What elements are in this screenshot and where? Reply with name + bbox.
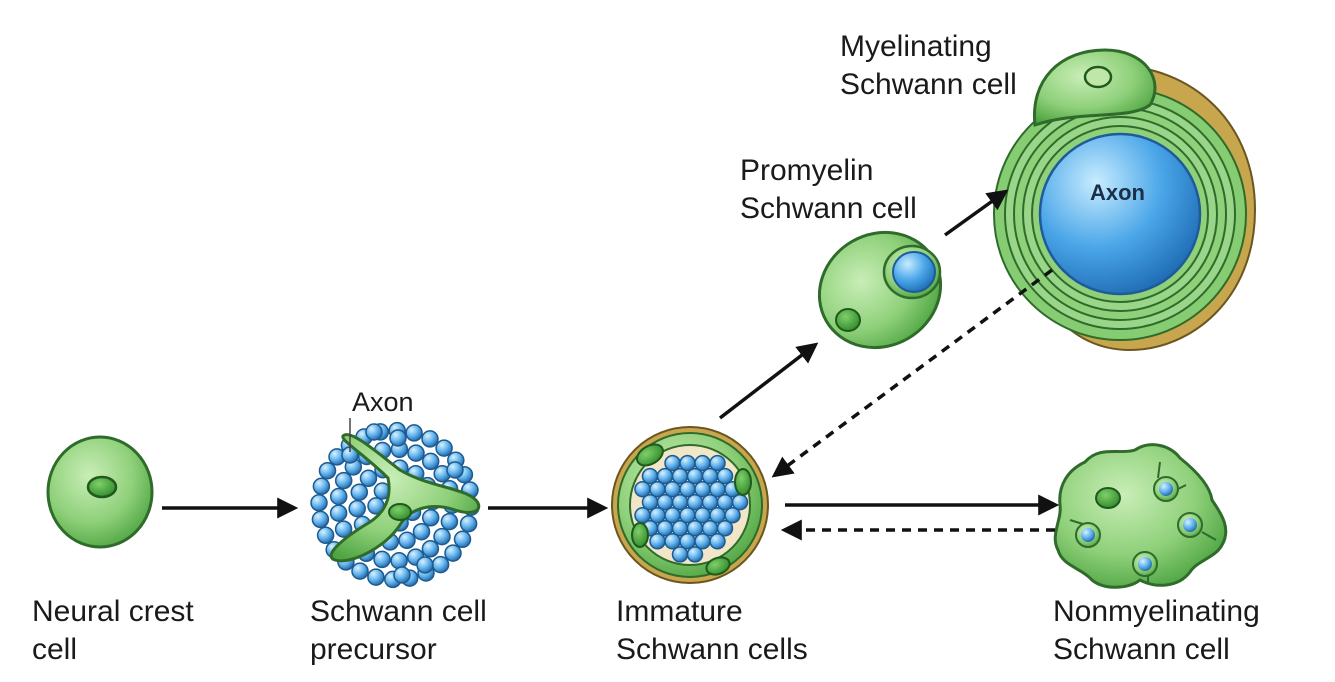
axon-ball [390,551,408,570]
label-precursor-axon: Axon [352,387,414,417]
label-myelin-axon: Axon [1090,180,1145,205]
axon-ball [724,507,741,524]
axon-ball [444,544,462,562]
axon-ball [671,546,689,563]
axon-ball [367,568,385,586]
axon-ball [407,444,425,462]
axon-ball [329,487,348,506]
axon-ball [446,461,464,479]
axon-ball [412,522,431,541]
axon-ball [393,566,411,584]
axon-ball [318,461,337,480]
axon-ball [405,424,423,442]
axon-ball [348,499,366,518]
axon-ball [329,504,348,522]
myelinating-schwann-cell [993,48,1257,352]
axon-ball [416,556,434,574]
axon-ball [459,514,478,533]
axon-ball [310,494,328,512]
axon-ball [440,512,459,531]
axon-ball [716,520,734,537]
arrow-promyelin-to-myelinating [943,189,1009,237]
label-myelinating-schwann-cell: Myelinating Schwann cell [840,30,1017,101]
axon-ball [373,550,391,569]
axon-ball [421,430,439,448]
axon-ball [334,471,353,490]
arrow-immature-to-promyelin [718,342,819,420]
schwann-cell-precursor [310,418,481,589]
axon-ball [421,509,440,527]
nonmyelinating-schwann-cell [1053,443,1228,589]
axon-ball [716,467,734,485]
label-immature-schwann-cells: Immature Schwann cells [616,595,808,666]
label-promyelin-schwann-cell: Promyelin Schwann cell [740,154,917,225]
promyelin-schwann-cell [817,230,943,350]
axon-ball [421,540,440,558]
label-neural-crest-cell: Neural crest cell [32,595,194,666]
label-nonmyelinating-schwann-cell: Nonmyelinating Schwann cell [1053,595,1260,666]
axon-ball [686,546,704,563]
axon-ball [350,483,369,501]
axon-ball [365,423,383,441]
arrows [162,189,1060,541]
axon-ball [709,454,726,472]
axon-ball [709,533,726,550]
axon-ball [433,527,451,546]
axon-ball [398,531,416,550]
axon-ball [359,469,378,488]
axon-ball [351,562,369,580]
axon-ball [334,520,353,538]
axon-ball [453,530,472,549]
axon-ball [389,429,407,447]
immature-schwann-cells [611,426,769,584]
axon-ball [311,510,330,529]
label-schwann-cell-precursor: Schwann cell precursor [310,595,487,666]
axon-ball [431,555,450,574]
neural-crest-cell [46,435,154,549]
axon-ball [312,477,331,496]
axon-ball [316,526,335,545]
axon-ball [421,452,440,471]
axon-ball [435,439,453,457]
axon-ball [649,533,666,550]
